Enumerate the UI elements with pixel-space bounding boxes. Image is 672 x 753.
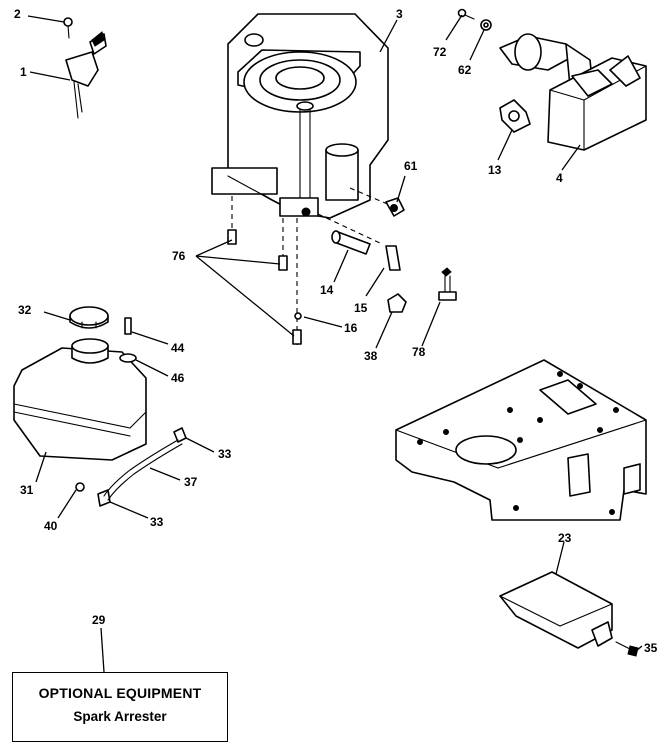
- throttle-control-part: [63, 17, 107, 119]
- callout-33-lower: 33: [150, 515, 164, 529]
- spark-arrester-shield-part: [499, 571, 639, 657]
- muffler-part: [457, 8, 647, 151]
- callout-3: 3: [396, 7, 403, 21]
- callout-72: 72: [433, 45, 447, 59]
- callout-35: 35: [644, 641, 658, 655]
- callout-15: 15: [354, 301, 368, 315]
- callout-61: 61: [404, 159, 418, 173]
- callout-76: 76: [172, 249, 186, 263]
- callout-29: 29: [92, 613, 106, 627]
- callout-44: 44: [171, 341, 185, 355]
- callout-78: 78: [412, 345, 426, 359]
- callout-labels: 2 1 3 72 62 13 4 61 76 14 15 16 38 78 32…: [14, 7, 658, 655]
- callout-62: 62: [458, 63, 472, 77]
- engine-part: [211, 13, 389, 219]
- callout-38: 38: [364, 349, 378, 363]
- callout-37: 37: [184, 475, 198, 489]
- optional-equipment-box: OPTIONAL EQUIPMENT Spark Arrester: [12, 672, 228, 742]
- callout-1: 1: [20, 65, 27, 79]
- fuel-tank-part: [13, 306, 187, 507]
- callout-32: 32: [18, 303, 32, 317]
- spark-arrester-label: Spark Arrester: [73, 709, 167, 724]
- callout-31: 31: [20, 483, 34, 497]
- callout-14: 14: [320, 283, 334, 297]
- leader-lines: [27, 14, 643, 673]
- callout-2: 2: [14, 7, 21, 21]
- callout-4: 4: [556, 171, 563, 185]
- callout-16: 16: [344, 321, 358, 335]
- chassis-frame-part: [395, 359, 647, 521]
- mounting-hardware: [227, 187, 457, 345]
- optional-equipment-title: OPTIONAL EQUIPMENT: [38, 685, 202, 701]
- callout-46: 46: [171, 371, 185, 385]
- callout-13: 13: [488, 163, 502, 177]
- callout-23: 23: [558, 531, 572, 545]
- callout-40: 40: [44, 519, 58, 533]
- callout-33-upper: 33: [218, 447, 232, 461]
